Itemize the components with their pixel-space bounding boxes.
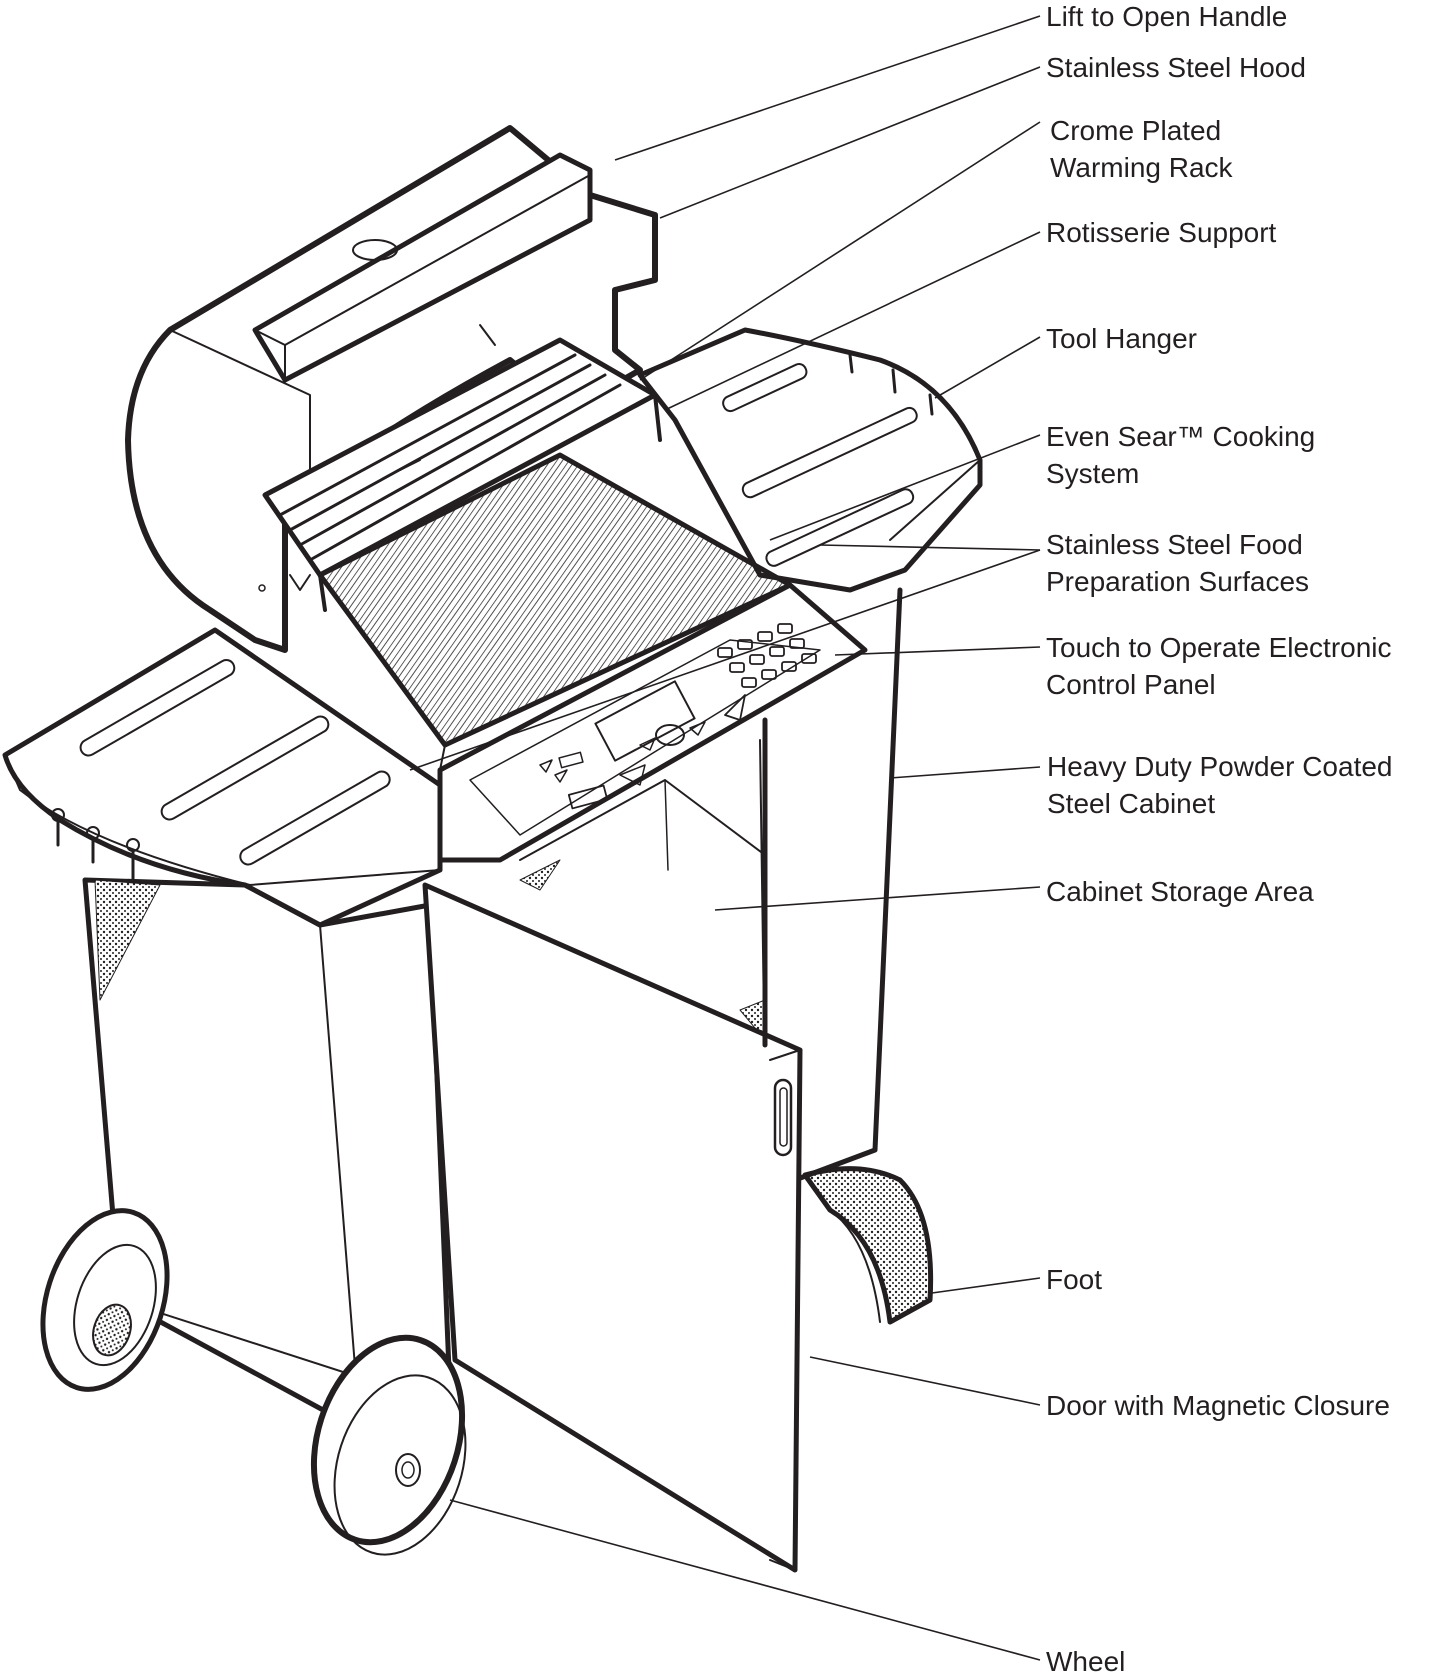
label-line: Tool Hanger: [1046, 323, 1197, 354]
label-warming-rack: Crome Plated Warming Rack: [1050, 112, 1233, 186]
label-line: Foot: [1046, 1264, 1103, 1295]
leader-tool-hanger: [934, 336, 1041, 399]
leader-foot: [931, 1277, 1041, 1294]
label-line: Stainless Steel Food: [1046, 529, 1303, 560]
label-rotisserie-support: Rotisserie Support: [1046, 214, 1276, 251]
label-line: Control Panel: [1046, 669, 1216, 700]
label-stainless-steel-hood: Stainless Steel Hood: [1046, 49, 1306, 86]
label-wheel: Wheel: [1046, 1643, 1125, 1680]
label-even-sear-cooking-system: Even Sear™ Cooking System: [1046, 418, 1315, 492]
cabinet-door: [422, 882, 803, 1573]
electronic-control-panel: [437, 582, 868, 863]
foot-illustration: [802, 1166, 934, 1325]
leader-lines: [409, 15, 1041, 1661]
label-line: Crome Plated: [1050, 115, 1222, 146]
rear-wheel: [40, 1208, 170, 1392]
label-line: Warming Rack: [1050, 152, 1233, 183]
label-lift-to-open-handle: Lift to Open Handle: [1046, 0, 1287, 35]
label-line: Wheel: [1046, 1646, 1126, 1677]
label-line: Door with Magnetic Closure: [1046, 1390, 1390, 1421]
label-line: System: [1046, 458, 1140, 489]
label-line: Touch to Operate Electronic: [1046, 632, 1392, 663]
label-line: Steel Cabinet: [1047, 788, 1216, 819]
label-line: Stainless Steel Hood: [1046, 52, 1306, 83]
leader-even-sear: [769, 434, 1041, 541]
leader-food-prep: [819, 544, 1041, 551]
left-side-shelf: [2, 627, 443, 928]
label-line: Heavy Duty Powder Coated: [1047, 751, 1393, 782]
leader-door: [809, 1356, 1041, 1406]
label-steel-cabinet: Heavy Duty Powder Coated Steel Cabinet: [1047, 748, 1393, 822]
leader-lift-handle: [614, 15, 1041, 161]
label-food-preparation-surfaces: Stainless Steel Food Preparation Surface…: [1046, 526, 1309, 600]
leader-control-panel: [834, 646, 1041, 656]
label-door-magnetic-closure: Door with Magnetic Closure: [1046, 1387, 1390, 1424]
leader-food-prep-b: [409, 549, 1041, 771]
leader-rotisserie: [664, 231, 1041, 411]
cabinet-body: [82, 877, 453, 1433]
label-foot: Foot: [1046, 1261, 1102, 1298]
stainless-steel-hood: [125, 125, 658, 653]
cabinet-storage-area: [519, 779, 766, 1041]
leader-wheel: [449, 1499, 1041, 1661]
label-line: Even Sear™ Cooking: [1046, 421, 1316, 452]
label-line: Lift to Open Handle: [1046, 1, 1288, 32]
leader-hood: [659, 66, 1041, 219]
leader-storage: [714, 886, 1041, 911]
label-line: Rotisserie Support: [1046, 217, 1277, 248]
front-wheel: [310, 1334, 467, 1556]
leader-cabinet: [889, 766, 1041, 779]
label-electronic-control-panel: Touch to Operate Electronic Control Pane…: [1046, 629, 1392, 703]
leader-warming-rack: [639, 121, 1041, 381]
label-cabinet-storage-area: Cabinet Storage Area: [1046, 873, 1314, 910]
label-tool-hanger: Tool Hanger: [1046, 320, 1197, 357]
right-side-shelf: [637, 327, 983, 593]
label-line: Cabinet Storage Area: [1046, 876, 1314, 907]
label-line: Preparation Surfaces: [1046, 566, 1310, 597]
